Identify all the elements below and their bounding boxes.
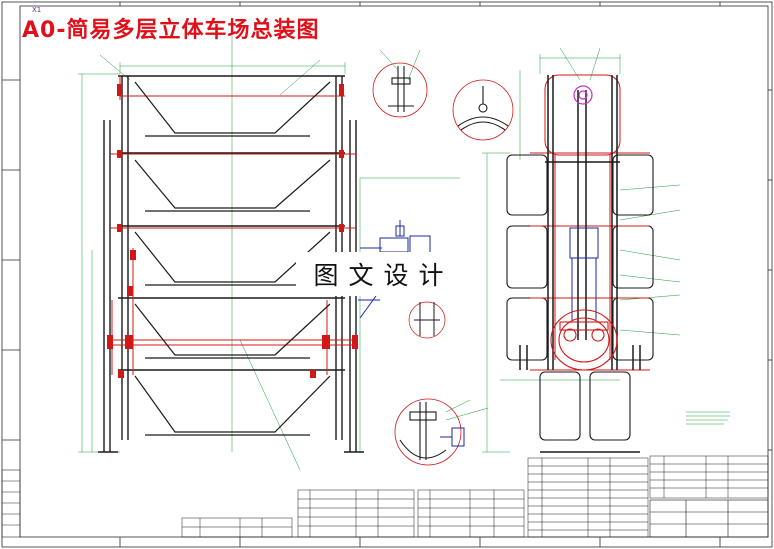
- revision-strip: [1, 469, 21, 538]
- side-dimensions: [482, 47, 681, 453]
- detail-b: [452, 79, 514, 141]
- side-uprights: [519, 75, 641, 453]
- sheet-id: X1: [32, 6, 42, 14]
- front-pallets: [134, 81, 331, 436]
- bottom-wheel: [550, 309, 618, 371]
- title-block: [649, 499, 769, 538]
- parts-list-3: [417, 489, 525, 538]
- top-sprocket: [573, 85, 593, 105]
- side-notes: [686, 411, 730, 425]
- parts-list-5: [649, 455, 769, 499]
- parts-list-2: [297, 489, 415, 538]
- front-view: [78, 30, 460, 471]
- front-cross-members: [118, 75, 345, 371]
- drawing-title: A0-简易多层立体车场总装图: [22, 18, 320, 43]
- side-pallets: [506, 154, 654, 441]
- front-dimensions: [78, 30, 460, 471]
- side-drive: [569, 227, 599, 320]
- detail-d: [394, 398, 489, 466]
- front-shafts: [110, 75, 356, 375]
- parts-list-4: [527, 457, 649, 538]
- parts-list-1: [181, 517, 293, 538]
- watermark: 图文设计: [296, 252, 471, 296]
- front-joints: [107, 84, 358, 378]
- side-view: [482, 47, 730, 453]
- detail-c: [408, 301, 446, 339]
- detail-a: [372, 49, 428, 118]
